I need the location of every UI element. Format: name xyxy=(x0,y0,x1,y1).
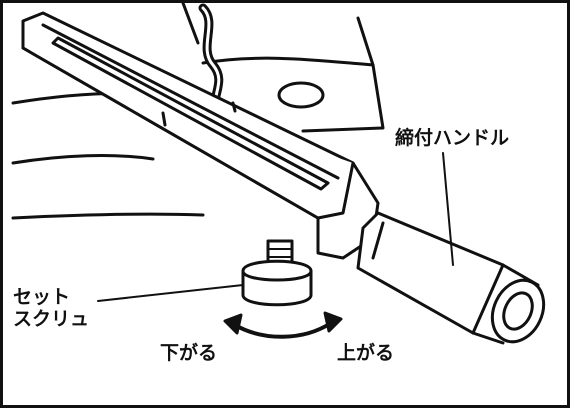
set-screw-label-line1: セット xyxy=(13,286,71,308)
lower-direction-label: 下がる xyxy=(160,342,218,364)
set-screw xyxy=(241,239,313,307)
set-screw-label-line2: スクリュ xyxy=(13,308,90,330)
set-screw-leader-line xyxy=(97,284,244,302)
rotation-arrow xyxy=(223,311,343,339)
handle-leader-line xyxy=(442,152,454,266)
set-screw-label: セット スクリュ xyxy=(13,286,133,330)
slide-arm xyxy=(21,11,380,260)
clamp-handle-label: 締付ハンドル xyxy=(395,127,510,149)
base-hole xyxy=(277,81,325,109)
raise-direction-label: 上がる xyxy=(337,342,395,364)
set-screw-adjustment-illustration xyxy=(11,3,546,345)
clamp-handle xyxy=(356,211,546,345)
